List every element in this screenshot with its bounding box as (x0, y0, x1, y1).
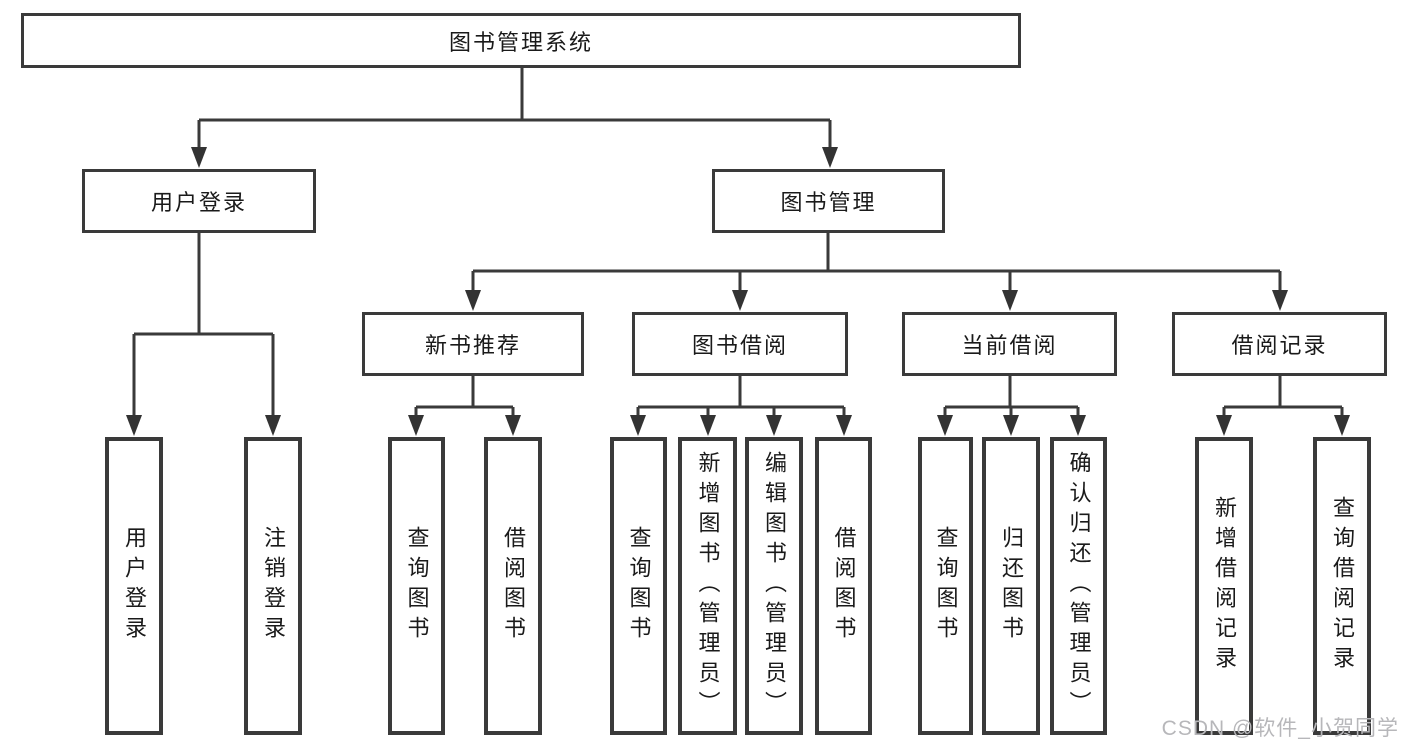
node-user-login-label: 用户登录 (150, 190, 247, 215)
leaf-query-borrow-record: 查询借阅记录 (1313, 437, 1371, 735)
node-book-borrowing: 图书借阅 (632, 312, 848, 376)
node-new-book-recommend-label: 新书推荐 (424, 333, 521, 358)
node-new-book-recommend: 新书推荐 (362, 312, 584, 376)
node-current-borrowing-label: 当前借阅 (961, 333, 1058, 358)
leaf-logout-label: 注销登录 (261, 526, 286, 646)
leaf-borrow-books-recommend-label: 借阅图书 (501, 526, 526, 646)
leaf-user-login: 用户登录 (105, 437, 163, 735)
leaf-edit-book-admin-label: 编辑图书（管理员） (762, 451, 787, 721)
leaf-borrow-books-label: 借阅图书 (831, 526, 857, 646)
node-current-borrowing: 当前借阅 (902, 312, 1117, 376)
leaf-borrow-books-recommend: 借阅图书 (484, 437, 542, 735)
leaf-query-books-recommend-label: 查询图书 (404, 526, 430, 646)
leaf-return-books: 归还图书 (982, 437, 1040, 735)
leaf-add-book-admin-label: 新增图书（管理员） (695, 451, 721, 721)
leaf-query-books-borrow: 查询图书 (610, 437, 667, 735)
leaf-add-borrow-record: 新增借阅记录 (1195, 437, 1253, 735)
leaf-borrow-books: 借阅图书 (815, 437, 872, 735)
leaf-query-books-recommend: 查询图书 (388, 437, 445, 735)
leaf-query-books-borrow-label: 查询图书 (626, 526, 652, 646)
leaf-confirm-return-admin: 确认归还（管理员） (1050, 437, 1107, 735)
node-root: 图书管理系统 (21, 13, 1021, 68)
node-book-management-label: 图书管理 (780, 190, 877, 215)
node-borrowing-records: 借阅记录 (1172, 312, 1387, 376)
node-borrowing-records-label: 借阅记录 (1231, 333, 1328, 358)
leaf-confirm-return-admin-label: 确认归还（管理员） (1066, 451, 1092, 721)
leaf-add-borrow-record-label: 新增借阅记录 (1212, 496, 1237, 676)
leaf-edit-book-admin: 编辑图书（管理员） (745, 437, 803, 735)
node-user-login: 用户登录 (82, 169, 316, 233)
node-book-borrowing-label: 图书借阅 (691, 333, 788, 358)
node-root-label: 图书管理系统 (448, 29, 593, 55)
leaf-logout: 注销登录 (244, 437, 302, 735)
node-book-management: 图书管理 (712, 169, 945, 233)
leaf-user-login-label: 用户登录 (122, 526, 147, 646)
leaf-add-book-admin: 新增图书（管理员） (678, 437, 737, 735)
leaf-query-books-current-label: 查询图书 (933, 526, 959, 646)
leaf-query-books-current: 查询图书 (918, 437, 973, 735)
leaf-query-borrow-record-label: 查询借阅记录 (1330, 496, 1355, 676)
leaf-return-books-label: 归还图书 (999, 526, 1024, 646)
csdn-watermark: CSDN @软件_小贺同学 (1161, 717, 1399, 740)
